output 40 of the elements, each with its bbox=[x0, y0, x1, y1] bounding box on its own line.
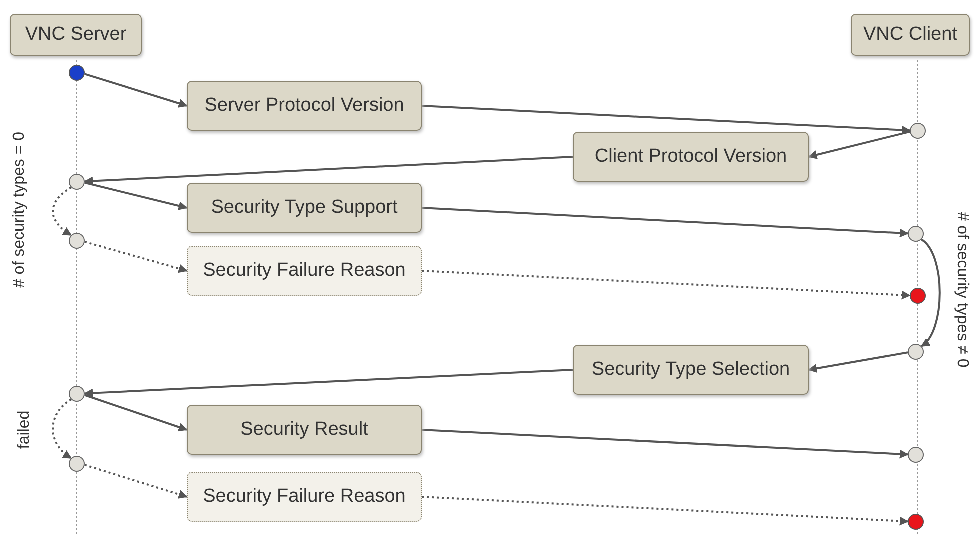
edge-label: # of security types ≠ 0 bbox=[952, 212, 971, 368]
state-circle bbox=[69, 233, 85, 249]
arrow bbox=[808, 352, 908, 374]
arrow bbox=[84, 464, 188, 499]
state-circle bbox=[69, 174, 85, 190]
state-circle bbox=[908, 514, 924, 530]
arrow bbox=[84, 394, 188, 432]
arrow bbox=[84, 182, 188, 210]
state-circle bbox=[910, 288, 926, 304]
message-box: Server Protocol Version bbox=[187, 81, 422, 131]
state-circle bbox=[69, 386, 85, 402]
state-circle bbox=[69, 65, 85, 81]
arrow bbox=[52, 186, 72, 236]
arrow bbox=[84, 73, 188, 108]
arrow bbox=[422, 496, 909, 526]
arrow bbox=[422, 270, 911, 300]
message-box: Security Failure Reason bbox=[187, 472, 422, 522]
message-box: Security Type Selection bbox=[573, 345, 809, 395]
arrow bbox=[920, 238, 941, 348]
arrow bbox=[808, 130, 910, 160]
arrow bbox=[84, 241, 188, 274]
arrow bbox=[422, 207, 909, 238]
state-circle bbox=[908, 344, 924, 360]
message-box: Security Result bbox=[187, 405, 422, 455]
state-circle bbox=[908, 226, 924, 242]
arrow bbox=[52, 398, 72, 460]
state-circle bbox=[910, 123, 926, 139]
edge-label: # of security types = 0 bbox=[11, 132, 30, 288]
arrow bbox=[422, 105, 911, 135]
participant-box: VNC Client bbox=[851, 14, 970, 56]
message-box: Client Protocol Version bbox=[573, 132, 809, 182]
edge-label: failed bbox=[16, 410, 34, 450]
message-box: Security Failure Reason bbox=[187, 246, 422, 296]
participant-box: VNC Server bbox=[10, 14, 142, 56]
message-box: Security Type Support bbox=[187, 183, 422, 233]
arrow bbox=[84, 156, 574, 186]
arrow bbox=[422, 429, 909, 459]
state-circle bbox=[69, 456, 85, 472]
arrow bbox=[84, 369, 574, 398]
state-circle bbox=[908, 447, 924, 463]
